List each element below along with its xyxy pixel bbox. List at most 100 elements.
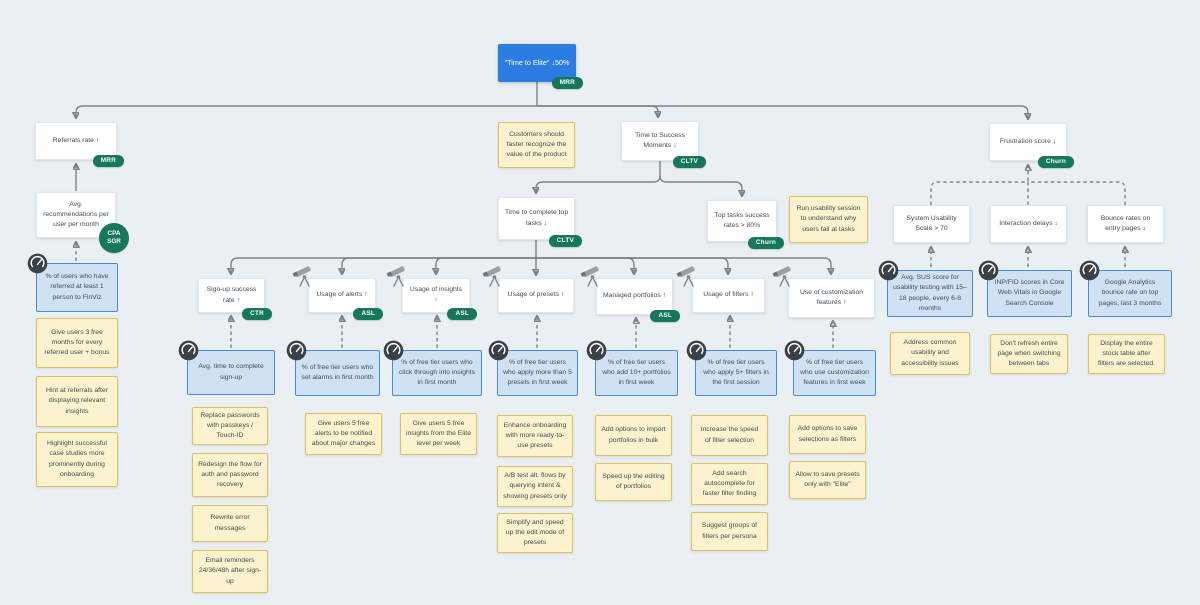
node-label: % of free tier users who click through i… (399, 358, 475, 387)
note-passkeys[interactable]: Replace passwords with passkeys / Touch-… (192, 407, 268, 445)
node-label: Speed up the editing of portfolios (602, 472, 665, 490)
node-interaction-delays[interactable]: Interaction delays ↓ (990, 205, 1067, 243)
note-filter-groups[interactable]: Suggest groups of filters per persona (691, 512, 768, 551)
measure-ga-bounce[interactable]: Google Analytics bounce rate on top page… (1079, 260, 1172, 317)
note-stock-table[interactable]: Display the entire stock table after fil… (1088, 334, 1165, 374)
measure-sus-score[interactable]: Avg. SUS score for usability testing wit… (878, 260, 973, 317)
node-frustration-score[interactable]: Frustration score ↓ Churn (989, 123, 1074, 168)
node-label: Interaction delays ↓ (999, 219, 1058, 227)
connector (76, 105, 537, 117)
connector (536, 257, 831, 273)
node-customization-features[interactable]: Use of customization features ↑ (772, 266, 875, 318)
note-ab-test-flows[interactable]: A/B test alt. flows by querying intent &… (497, 466, 573, 507)
node-label: Add options to import portfolios in bulk (601, 426, 666, 444)
node-bounce-rates[interactable]: Bounce rates on entry pages ↓ (1087, 205, 1164, 243)
node-label: Time to Success Moments ↓ (635, 131, 685, 149)
node-referrals-rate[interactable]: Referrals rate ↑MRR (35, 122, 124, 167)
node-time-to-success-moments[interactable]: Time to Success Moments ↓CLTV (621, 121, 706, 168)
node-label: Replace passwords with passkeys / Touch-… (200, 411, 260, 440)
note-error-messages[interactable]: Rewrite error messages (192, 505, 268, 542)
node-label: Give users 5 free insights from the Elit… (406, 419, 471, 448)
node-label: Frustration score ↓ (999, 137, 1057, 145)
note-onboarding-presets[interactable]: Enhance onboarding with more ready-to-us… (497, 415, 573, 457)
note-auth-flow[interactable]: Redesign the flow for auth and password … (192, 453, 268, 497)
metric-badge-circle: CPA SGR (99, 223, 129, 253)
node-label: Add search autocomplete for faster filte… (702, 469, 757, 498)
node-label: Use of customization features ↑ (799, 288, 864, 306)
node-label: Usage of filters ↑ (703, 291, 754, 299)
node-label: Give users 3 free months for every refer… (44, 328, 110, 357)
node-filters-usage[interactable]: Usage of filters ↑ (676, 266, 765, 313)
node-label: Time to complete top tasks ↓ (504, 209, 569, 227)
node-system-usability-scale[interactable]: System Usability Scale > 70 (893, 205, 970, 243)
note-usability-session[interactable]: Run usability session to understand why … (789, 196, 868, 243)
node-insights-usage[interactable]: Usage of insights ↑ASL (386, 266, 477, 320)
node-label: Simplify and speed up the edit mode of p… (505, 518, 565, 547)
node-time-to-elite[interactable]: "Time to Elite" ↓50%MRR (498, 44, 583, 89)
note-import-bulk[interactable]: Add options to import portfolios in bulk (595, 415, 672, 456)
node-label: % of free tier users who add 10+ portfol… (602, 358, 671, 387)
node-label: Avg. time to complete sign-up (198, 363, 264, 381)
note-email-reminders[interactable]: Email reminders 24/36/48h after sign-up (192, 550, 268, 593)
connector (537, 105, 658, 116)
connector (231, 257, 536, 273)
note-case-studies[interactable]: Highlight successful case studies more p… (36, 432, 118, 487)
node-label: Sign-up success rate ↑ (206, 286, 257, 304)
node-label: "Time to Elite" ↓50% (504, 57, 570, 67)
note-filter-speed[interactable]: Increase the speed of filter selection (691, 415, 768, 456)
node-label: % of users who have referred at least 1 … (45, 273, 109, 301)
node-label: Usage of alerts ↑ (316, 291, 368, 299)
connector (536, 175, 661, 192)
note-referral-bonus[interactable]: Give users 3 free months for every refer… (36, 318, 118, 368)
measure-customization-used[interactable]: % of free tier users who use customizati… (784, 340, 876, 396)
measure-signup-time[interactable]: Avg. time to complete sign-up (178, 340, 275, 395)
connector (537, 105, 1028, 118)
note-referral-hints[interactable]: Hint at referrals after displaying relev… (36, 376, 118, 427)
metric-badge: MRR (92, 154, 124, 167)
node-label: % of free tier users who use customizati… (800, 358, 869, 387)
node-label: Usage of presets ↑ (507, 291, 565, 299)
measure-presets-applied[interactable]: % of free tier users who apply more than… (488, 340, 578, 396)
metric-badge: CTR (242, 307, 272, 320)
note-accessibility[interactable]: Address common usability and accessibili… (890, 332, 970, 375)
note-no-refresh[interactable]: Don't refresh entire page when switching… (990, 334, 1068, 374)
node-managed-portfolios[interactable]: Managed portfolios ↑ASL (580, 266, 680, 322)
node-time-to-complete-top-tasks[interactable]: Time to complete top tasks ↓CLTV (498, 197, 582, 247)
measure-insight-clicks[interactable]: % of free tier users who click through i… (383, 340, 482, 396)
note-free-insights[interactable]: Give users 5 free insights from the Elit… (400, 413, 477, 455)
node-label: Redesign the flow for auth and password … (198, 460, 262, 489)
note-save-selections[interactable]: Add options to save selections as filter… (789, 415, 866, 454)
metric-badge: Churn (1037, 155, 1074, 168)
node-label: Bounce rates on entry pages ↓ (1100, 214, 1151, 232)
node-label: Rewrite error messages (210, 514, 250, 532)
node-label: Email reminders 24/36/48h after sign-up (198, 557, 262, 585)
node-label: Google Analytics bounce rate on top page… (1098, 279, 1162, 307)
node-label: A/B test alt. flows by querying intent &… (503, 472, 567, 500)
node-label: Avg. SUS score for usability testing wit… (893, 274, 967, 312)
note-edit-portfolios[interactable]: Speed up the editing of portfolios (595, 463, 672, 501)
node-top-tasks-success[interactable]: Top tasks success rates > 80%Churn (707, 200, 784, 249)
metric-badge: ASL (353, 307, 383, 320)
node-label: Hint at referrals after displaying relev… (46, 387, 108, 415)
node-signup-success-rate[interactable]: Sign-up success rate ↑ CTR (198, 278, 272, 320)
node-presets-usage[interactable]: Usage of presets ↑ (482, 266, 574, 313)
note-elite-presets[interactable]: Allow to save presets only with "Elite" (789, 461, 866, 499)
node-label: Address common usability and accessibili… (901, 339, 959, 367)
measure-filters-applied[interactable]: % of free tier users who apply 5+ filter… (686, 340, 777, 396)
measure-referred-users[interactable]: % of users who have referred at least 1 … (27, 253, 118, 312)
measure-portfolios-added[interactable]: % of free tier users who add 10+ portfol… (586, 340, 678, 396)
measure-inp-fid[interactable]: INP/FID scores in Core Web Vitals in Goo… (978, 260, 1072, 317)
node-label: Customers should faster recognize the va… (506, 130, 567, 159)
note-value-recognition[interactable]: Customers should faster recognize the va… (498, 122, 575, 168)
node-label: Highlight successful case studies more p… (46, 440, 108, 478)
connector (1028, 181, 1126, 205)
measure-alarms-set[interactable]: % of free tier users who set alarms in f… (286, 340, 380, 396)
note-free-alerts[interactable]: Give users 5 free alerts to be notified … (305, 413, 382, 455)
node-alerts-usage[interactable]: Usage of alerts ↑ ASL (292, 266, 383, 320)
node-label: Avg. recommendations per user per month (43, 200, 109, 229)
note-filter-autocomplete[interactable]: Add search autocomplete for faster filte… (691, 463, 768, 505)
note-edit-mode-presets[interactable]: Simplify and speed up the edit mode of p… (497, 513, 573, 553)
